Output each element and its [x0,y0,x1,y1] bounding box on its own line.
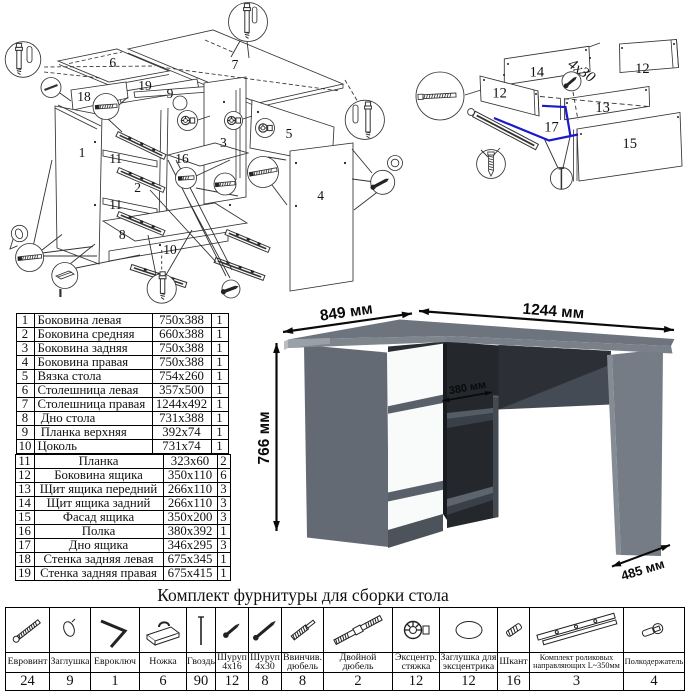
svg-text:6: 6 [109,55,116,70]
svg-text:12: 12 [492,86,507,102]
svg-text:485 мм: 485 мм [619,556,666,583]
svg-text:16: 16 [175,151,189,166]
svg-text:9: 9 [167,86,174,101]
svg-text:7: 7 [232,57,239,72]
svg-text:5: 5 [286,126,293,141]
svg-text:13: 13 [595,100,610,116]
svg-text:14: 14 [530,65,545,81]
svg-text:17: 17 [544,120,559,136]
svg-text:19: 19 [138,78,152,93]
svg-text:1: 1 [79,145,86,160]
svg-text:18: 18 [77,89,91,104]
svg-text:8: 8 [119,227,126,242]
svg-text:2: 2 [134,180,141,195]
svg-text:1244 мм: 1244 мм [522,301,585,323]
svg-text:10: 10 [163,242,177,257]
svg-text:3: 3 [220,135,227,150]
svg-text:11: 11 [109,151,122,166]
svg-text:11: 11 [109,197,122,212]
svg-text:4: 4 [317,188,324,203]
svg-text:12: 12 [635,61,650,77]
svg-text:766 мм: 766 мм [256,411,273,464]
svg-text:15: 15 [623,136,638,152]
